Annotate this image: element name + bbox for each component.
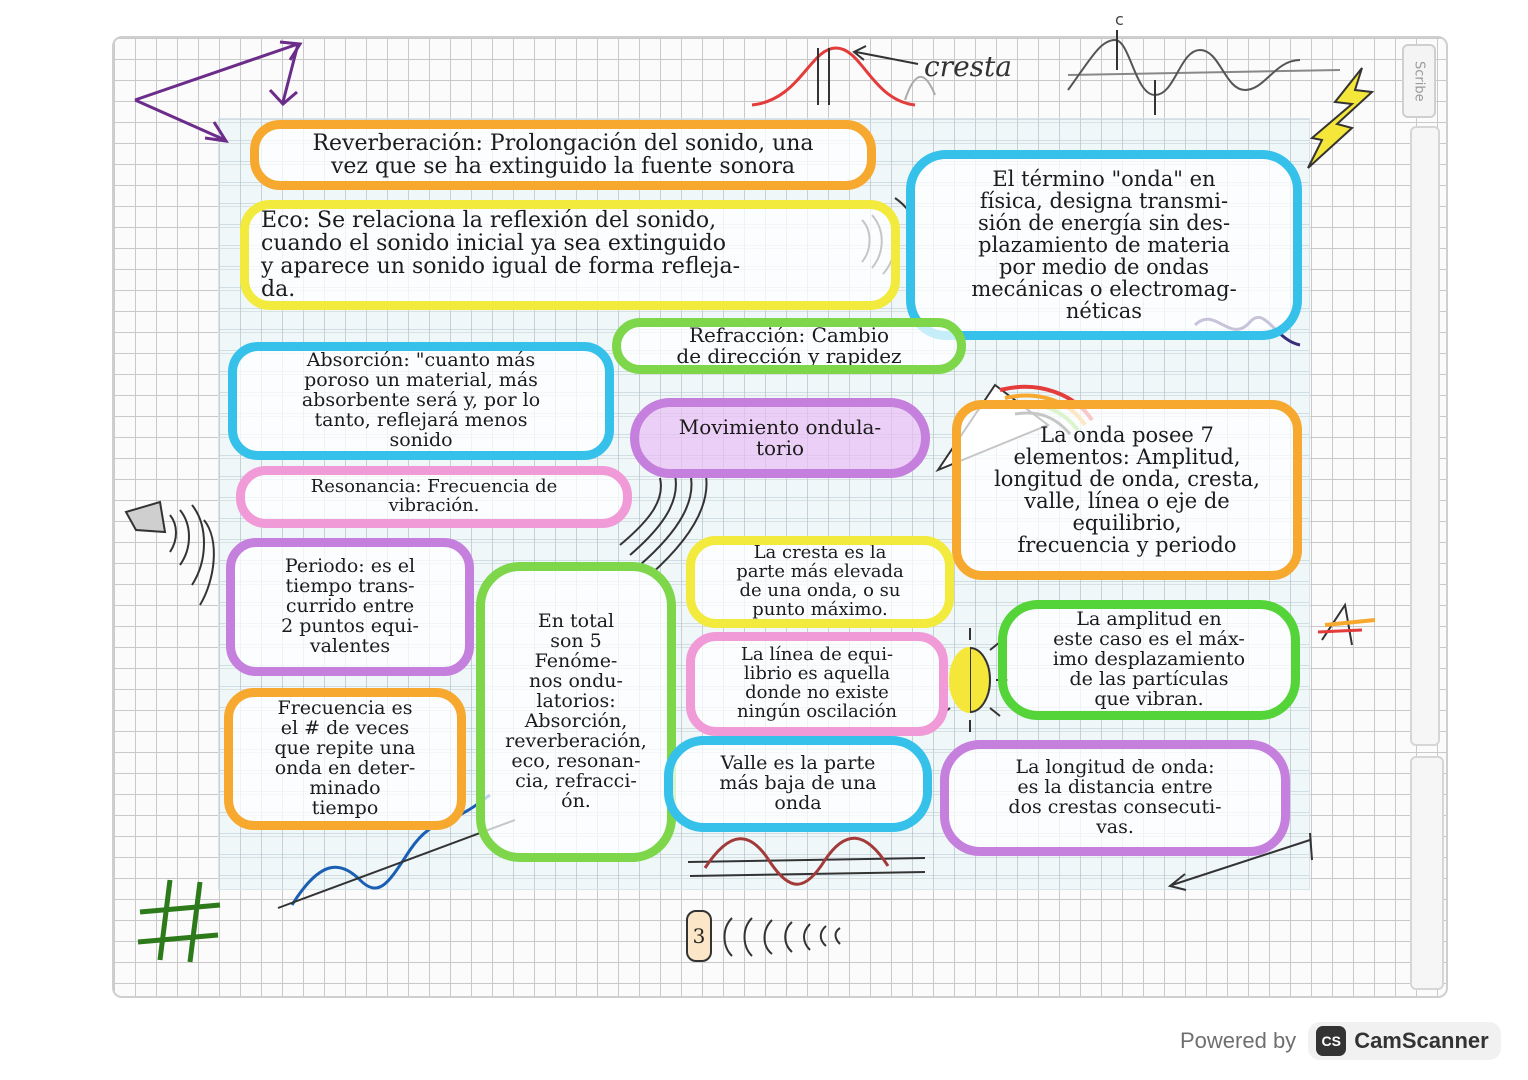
- camscanner-brand-name: CamScanner: [1354, 1028, 1489, 1053]
- top-left-arrows-doodle: [134, 40, 303, 143]
- top-sine-wave-doodle: [1067, 30, 1341, 115]
- note-amplitud: La amplitud en este caso es el máx- imo …: [998, 600, 1300, 720]
- note-reverberacion-text: Reverberación: Prolongación del sonido, …: [312, 130, 814, 179]
- hashtag-doodle: [137, 879, 221, 963]
- bottom-center-wave-doodle: [687, 836, 926, 886]
- lightning-bolt-doodle: [1307, 67, 1375, 169]
- note-refraccion-text: Refracción: Cambio de dirección y rapide…: [676, 323, 902, 368]
- note-eco-text: Eco: Se relaciona la reflexión del sonid…: [261, 207, 741, 303]
- note-refraccion: Refracción: Cambio de dirección y rapide…: [612, 318, 966, 374]
- note-reverberacion: Reverberación: Prolongación del sonido, …: [250, 120, 876, 190]
- sun-doodle: [935, 628, 1008, 732]
- camscanner-badge[interactable]: CS CamScanner: [1308, 1022, 1501, 1060]
- note-fenomenos: En total son 5 Fenóme- nos ondu- latorio…: [476, 562, 676, 862]
- note-eco: Eco: Se relaciona la reflexión del sonid…: [240, 200, 900, 310]
- note-linea-equilibrio: La línea de equi- librio es aquella dond…: [686, 632, 948, 736]
- note-longitud-onda-text: La longitud de onda: es la distancia ent…: [1008, 756, 1222, 838]
- note-resonancia-text: Resonancia: Frecuencia de vibración.: [310, 476, 558, 516]
- bottom-left-wave-doodle: [277, 793, 516, 909]
- bottom-sound-arcs-doodle: [723, 917, 841, 957]
- note-amplitud-text: La amplitud en este caso es el máx- imo …: [1052, 608, 1246, 710]
- note-linea-equilibrio-text: La línea de equi- librio es aquella dond…: [736, 644, 898, 722]
- note-onda-definicion: El término "onda" en física, designa tra…: [906, 150, 1302, 340]
- note-cresta-text: La cresta es la parte más elevada de una…: [736, 542, 904, 620]
- note-elementos: La onda posee 7 elementos: Amplitud, lon…: [952, 400, 1302, 580]
- note-frecuencia: Frecuencia es el # de veces que repite u…: [224, 688, 466, 830]
- page-number: 3: [686, 910, 712, 962]
- note-valle-text: Valle es la parte más baja de una onda: [719, 752, 877, 814]
- note-cresta: La cresta es la parte más elevada de una…: [686, 536, 954, 628]
- note-onda-definicion-text: El término "onda" en física, designa tra…: [971, 166, 1237, 324]
- bottom-right-arrow-doodle: [1167, 832, 1313, 891]
- cresta-label: cresta: [924, 50, 1012, 83]
- note-longitud-onda: La longitud de onda: es la distancia ent…: [940, 740, 1290, 856]
- a-symbol-doodle: [1317, 602, 1376, 646]
- speaker-doodle: [124, 500, 215, 606]
- camscanner-footer: Powered by CS CamScanner: [1180, 1016, 1501, 1066]
- c-mark-label: c: [1115, 10, 1124, 29]
- camscanner-logo-icon: CS: [1316, 1026, 1347, 1056]
- resonance-waves-doodle: [619, 469, 708, 576]
- note-absorcion-text: Absorción: "cuanto más poroso un materia…: [301, 349, 541, 451]
- crest-bell-curve-doodle: [751, 45, 936, 107]
- note-movimiento-ondulatorio-text: Movimiento ondula- torio: [678, 415, 882, 460]
- note-frecuencia-text: Frecuencia es el # de veces que repite u…: [274, 697, 416, 819]
- note-periodo-text: Periodo: es el tiempo trans- currido ent…: [281, 555, 419, 657]
- note-movimiento-ondulatorio: Movimiento ondula- torio: [630, 398, 930, 478]
- scribe-tab-label: Scribe: [1411, 60, 1427, 102]
- note-periodo: Periodo: es el tiempo trans- currido ent…: [226, 538, 474, 676]
- note-elementos-text: La onda posee 7 elementos: Amplitud, lon…: [994, 422, 1260, 558]
- scribe-tab[interactable]: Scribe: [1402, 44, 1436, 118]
- note-valle: Valle es la parte más baja de una onda: [664, 736, 932, 832]
- side-lower-panel: [1410, 756, 1444, 990]
- note-resonancia: Resonancia: Frecuencia de vibración.: [236, 466, 632, 528]
- note-absorcion: Absorción: "cuanto más poroso un materia…: [228, 342, 614, 460]
- side-scroll-panel[interactable]: [1410, 126, 1440, 746]
- powered-by-text: Powered by: [1180, 1028, 1297, 1053]
- note-fenomenos-text: En total son 5 Fenóme- nos ondu- latorio…: [505, 610, 647, 812]
